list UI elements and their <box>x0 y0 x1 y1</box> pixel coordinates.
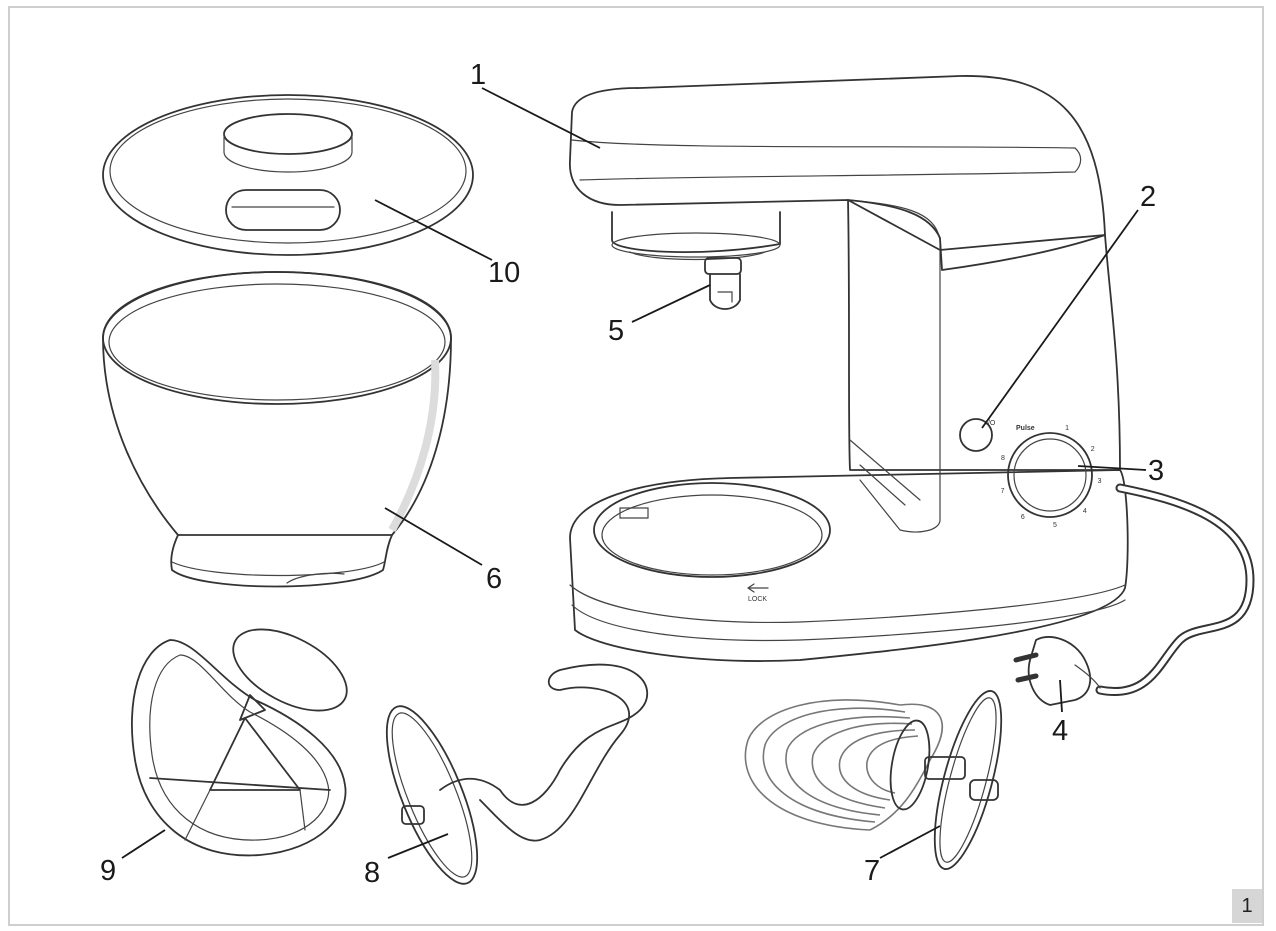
dial-speed-7: 7 <box>1001 488 1005 495</box>
speed-dial <box>1007 432 1093 518</box>
dial-speed-8: 8 <box>1001 455 1005 462</box>
figure-number-badge: 1 <box>1232 889 1262 923</box>
dough-hook <box>385 663 649 885</box>
callout-2: 2 <box>1140 181 1156 213</box>
callout-1: 1 <box>470 59 486 91</box>
mixing-bowl <box>102 271 452 588</box>
callout-6: 6 <box>486 563 502 595</box>
callout-9: 9 <box>100 855 116 887</box>
switch-label: I/O <box>986 420 996 427</box>
leader-lines <box>121 87 1147 859</box>
callout-7: 7 <box>864 855 880 887</box>
callout-4: 4 <box>1052 715 1068 747</box>
dial-speed-2: 2 <box>1091 446 1095 453</box>
dial-speed-labels: 1 2 3 4 5 6 7 8 <box>1001 425 1102 529</box>
lock-label: LOCK <box>748 596 767 603</box>
callout-10: 10 <box>488 257 520 289</box>
stand-mixer-body <box>569 75 1255 697</box>
flat-beater <box>131 628 348 857</box>
callout-3: 3 <box>1148 455 1164 487</box>
dial-speed-4: 4 <box>1083 508 1087 515</box>
dial-speed-1: 1 <box>1065 425 1069 432</box>
balloon-whisk <box>744 690 1003 870</box>
bowl-lid <box>102 94 474 256</box>
callout-5: 5 <box>608 315 624 347</box>
callout-numbers: 1 2 3 4 5 6 7 8 9 10 <box>100 59 1164 889</box>
callout-8: 8 <box>364 857 380 889</box>
dial-speed-3: 3 <box>1098 478 1102 485</box>
power-plug <box>1013 636 1101 706</box>
on-off-switch <box>959 418 993 452</box>
dial-speed-6: 6 <box>1021 514 1025 521</box>
dial-speed-5: 5 <box>1053 522 1057 529</box>
dial-pulse-label: Pulse <box>1016 425 1035 432</box>
figure-frame <box>8 6 1264 926</box>
